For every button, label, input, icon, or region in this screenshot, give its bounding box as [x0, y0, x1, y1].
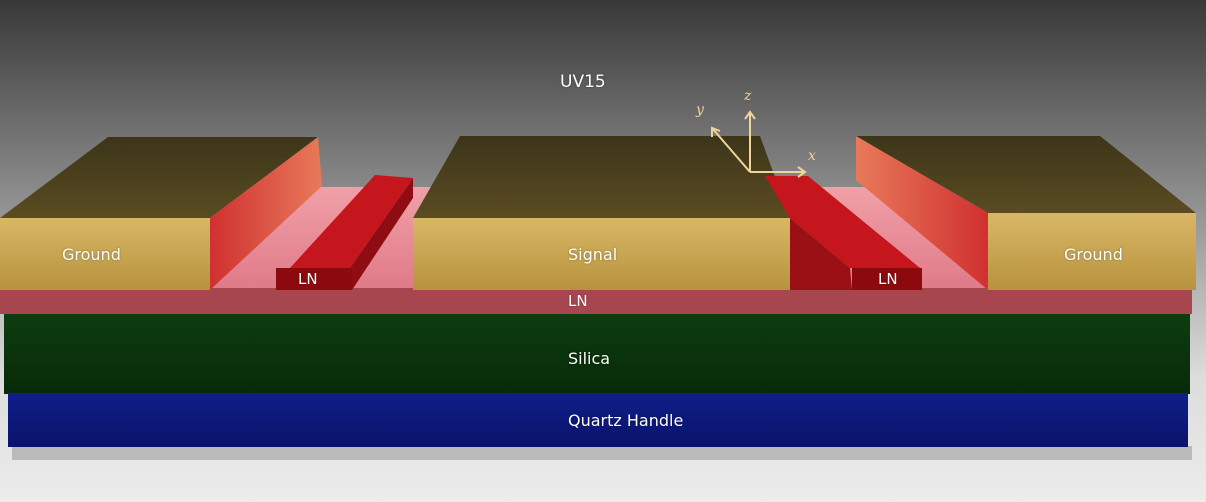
- ln-layer-label: LN: [568, 292, 588, 310]
- ln-film-layer: [0, 288, 1192, 314]
- quartz-handle-label: Quartz Handle: [568, 411, 684, 430]
- waveguide-left-label: LN: [298, 270, 318, 288]
- diagram-title: UV15: [560, 72, 606, 92]
- ln-ridge-right-top: [765, 176, 920, 268]
- ground-left-front: [0, 218, 210, 290]
- axis-label-x: x: [808, 148, 816, 164]
- waveguide-right-label: LN: [878, 270, 898, 288]
- shadow: [12, 446, 1192, 460]
- axis-label-y: y: [696, 102, 704, 118]
- silica-layer: [4, 314, 1190, 394]
- axes-icon: [711, 110, 807, 178]
- ln-ridge-left-front: [276, 268, 352, 290]
- silica-label: Silica: [568, 349, 611, 368]
- ground-right-label: Ground: [1064, 245, 1123, 264]
- ground-right-front: [988, 213, 1196, 290]
- ground-left-side: [210, 137, 322, 290]
- ln-ridge-left-side: [350, 178, 413, 290]
- x-arrowhead: [797, 166, 807, 178]
- ground-right-top: [856, 136, 1196, 213]
- signal-front: [413, 218, 790, 290]
- ln-ridge-right-side: [790, 218, 852, 290]
- z-arrowhead: [744, 110, 756, 120]
- axis-label-z: z: [744, 88, 752, 104]
- ln-ridge-right-front: [852, 268, 922, 290]
- ground-left-label: Ground: [62, 245, 121, 264]
- ground-left-top: [0, 137, 318, 218]
- ground-right-side: [856, 136, 988, 290]
- signal-label: Signal: [568, 245, 618, 264]
- y-axis: [711, 127, 751, 173]
- quartz-handle-layer: [8, 393, 1188, 447]
- y-arrowhead: [711, 126, 721, 137]
- ln-ridge-left-top: [290, 175, 413, 268]
- signal-top: [413, 136, 790, 218]
